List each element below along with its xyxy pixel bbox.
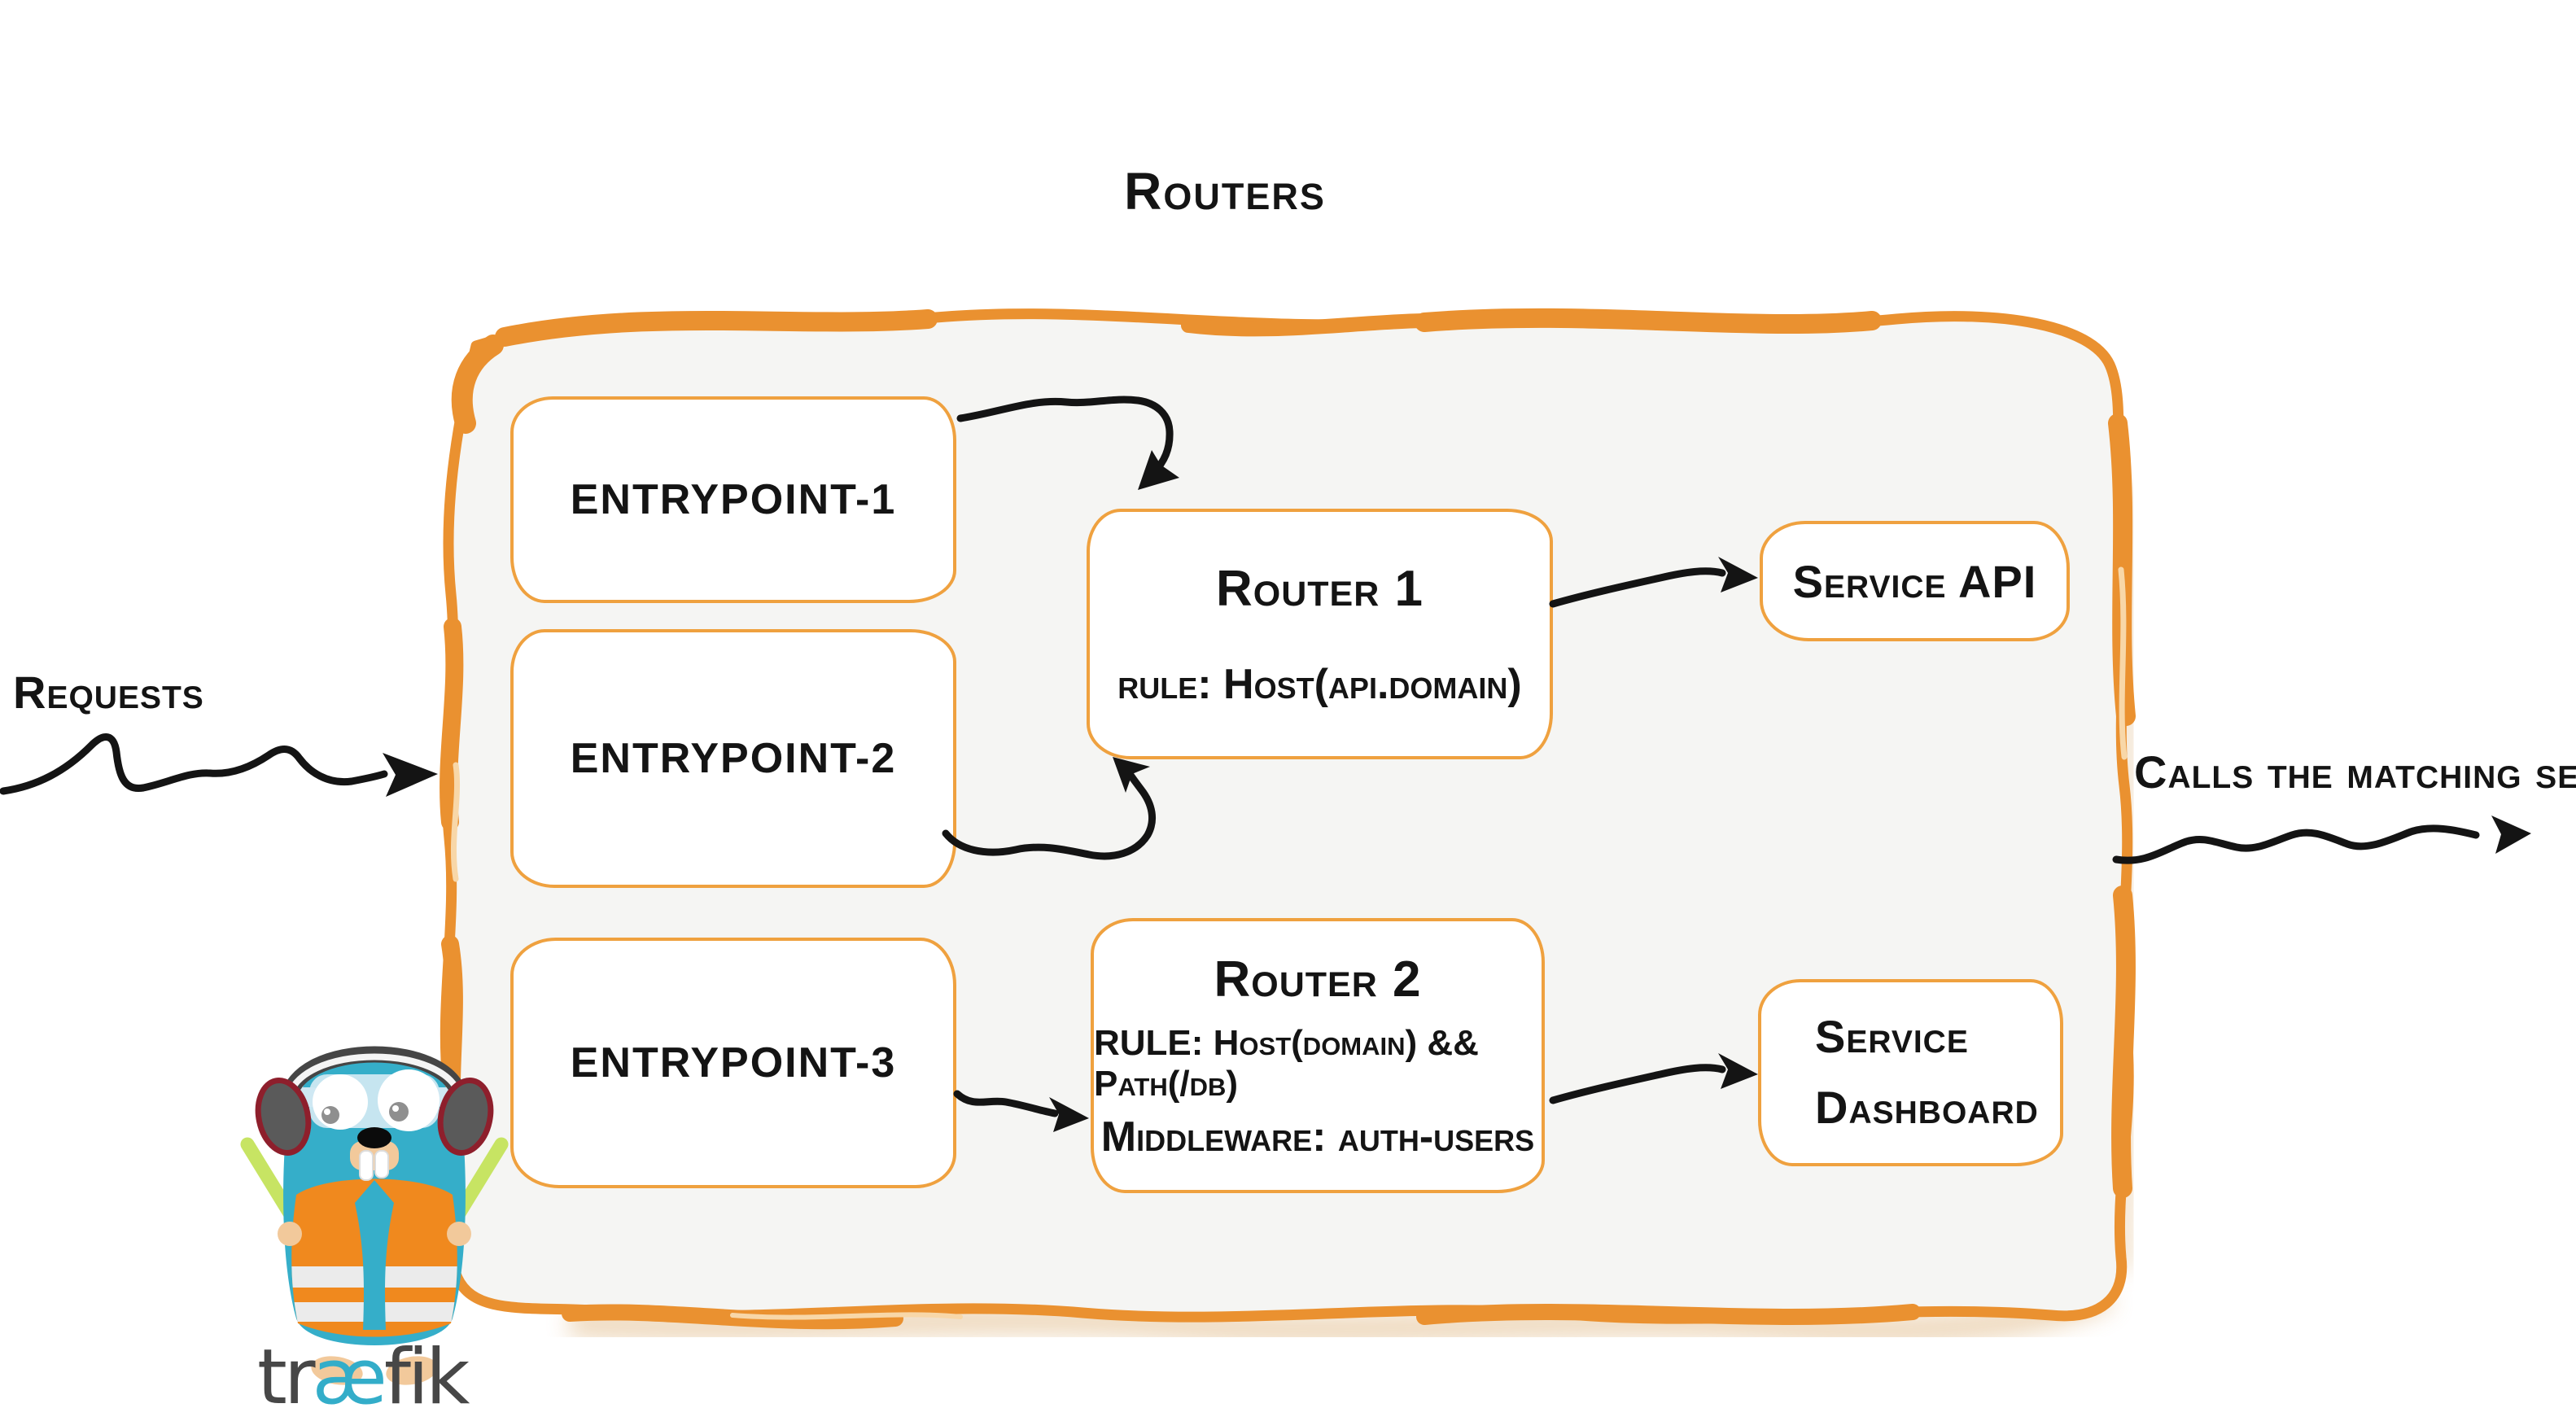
service-dashboard-box: Service Dashboard [1758, 979, 2063, 1166]
wordmark-ae: æ [312, 1333, 387, 1408]
service-api-label: Service API [1792, 555, 2037, 607]
wordmark-post: fik [383, 1333, 470, 1408]
entrypoint-1-box: entrypoint-1 [510, 396, 956, 603]
entrypoint-2-label: entrypoint-2 [570, 735, 897, 782]
requests-label: Requests [13, 667, 204, 718]
router-1-title: Router 1 [1216, 560, 1424, 617]
safety-vest [291, 1178, 457, 1337]
headphones-icon [255, 1046, 494, 1156]
router-1-rule: rule: Host(api.domain) [1117, 660, 1522, 708]
entrypoint-3-box: entrypoint-3 [510, 938, 956, 1188]
service-dashboard-label: Service Dashboard [1815, 1011, 2039, 1133]
wordmark-pre: tr [257, 1333, 315, 1408]
calls-matching-server-label: Calls the matching server [2134, 746, 2576, 798]
diagram-title: Routers [1124, 162, 1326, 221]
router-2-title: Router 2 [1214, 951, 1422, 1008]
entrypoint-3-label: entrypoint-3 [570, 1039, 897, 1087]
service-api-box: Service API [1760, 521, 2070, 641]
traefik-gopher-logo [240, 1046, 509, 1385]
router-2-box: Router 2 RULE: Host(domain) && Path(/db)… [1091, 918, 1545, 1193]
entrypoint-2-box: entrypoint-2 [510, 629, 956, 888]
traefik-wordmark: træfik [257, 1333, 470, 1408]
router-1-box: Router 1 rule: Host(api.domain) [1087, 509, 1553, 759]
router-2-middleware: Middleware: auth-users [1100, 1113, 1535, 1161]
entrypoint-1-label: entrypoint-1 [570, 476, 897, 523]
container-border-highlights [450, 566, 2128, 1320]
router-2-rule: RULE: Host(domain) && Path(/db) [1094, 1022, 1479, 1104]
